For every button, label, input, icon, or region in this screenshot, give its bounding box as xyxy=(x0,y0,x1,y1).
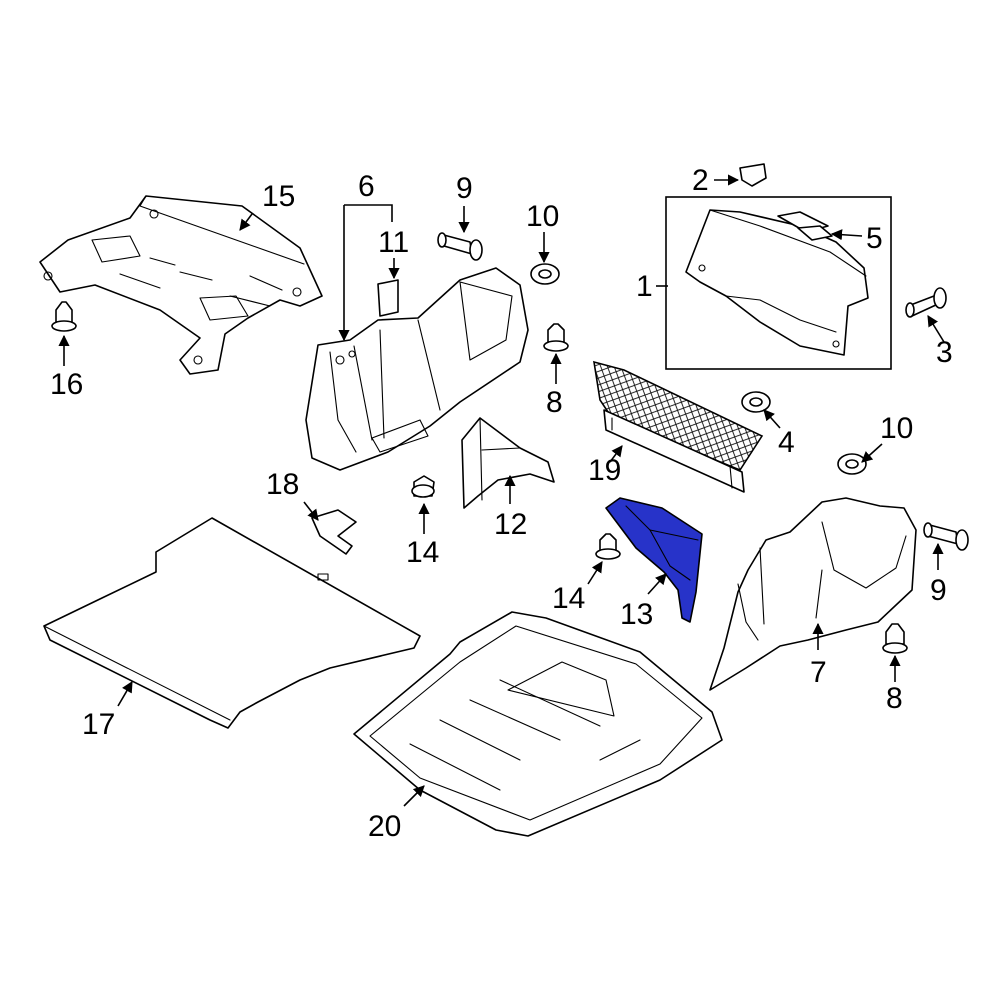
part-4-grommet[interactable] xyxy=(741,391,771,413)
callout-2: 2 xyxy=(692,164,709,197)
callout-16: 16 xyxy=(50,368,83,401)
part-18-clip[interactable] xyxy=(311,509,357,555)
callout-17: 17 xyxy=(82,708,115,741)
callout-11: 11 xyxy=(378,226,409,259)
part-7-right-quarter-trim[interactable] xyxy=(709,497,917,691)
part-15-package-tray[interactable] xyxy=(39,195,323,375)
callout-12: 12 xyxy=(494,508,527,541)
part-13-bracket-highlighted[interactable] xyxy=(605,497,703,623)
part-19-cargo-net[interactable] xyxy=(593,360,764,493)
callout-1: 1 xyxy=(636,270,653,303)
part-12-bracket[interactable] xyxy=(461,417,555,509)
callout-13: 13 xyxy=(620,598,653,631)
part-17-floor-mat[interactable] xyxy=(43,517,421,729)
part-10-grommet-lower[interactable] xyxy=(837,453,867,475)
callout-4: 4 xyxy=(778,426,795,459)
part-8-clip-upper[interactable] xyxy=(543,323,569,352)
callout-8-upper: 8 xyxy=(546,386,563,419)
callout-20: 20 xyxy=(368,810,401,843)
part-9-bolt-lower[interactable] xyxy=(923,522,969,551)
callout-6: 6 xyxy=(358,170,375,203)
callout-18: 18 xyxy=(266,468,299,501)
part-8-clip-lower[interactable] xyxy=(882,623,908,654)
part-3-stud[interactable] xyxy=(905,287,947,318)
callout-8-lower: 8 xyxy=(886,682,903,715)
part-14-clip-left[interactable] xyxy=(411,475,435,498)
callout-9-upper: 9 xyxy=(456,172,473,205)
callout-15: 15 xyxy=(262,180,295,213)
callout-9-lower: 9 xyxy=(930,574,947,607)
part-9-bolt-upper[interactable] xyxy=(437,232,483,261)
part-10-grommet-upper[interactable] xyxy=(530,263,560,285)
callout-5: 5 xyxy=(866,222,883,255)
part-14-clip-right[interactable] xyxy=(595,533,621,560)
part-1-group-box[interactable] xyxy=(665,196,892,370)
leader-lines xyxy=(58,174,945,807)
part-6-left-quarter-trim[interactable] xyxy=(305,267,529,471)
callout-3: 3 xyxy=(936,336,953,369)
part-2-clip[interactable] xyxy=(739,163,767,187)
callout-14-left: 14 xyxy=(406,536,439,569)
part-20-trunk-liner[interactable] xyxy=(353,611,723,837)
callouts: 1 2 3 4 5 6 7 8 8 9 9 10 10 11 12 13 14 … xyxy=(50,164,953,843)
part-16-clip[interactable] xyxy=(51,301,77,332)
part-11-clip[interactable] xyxy=(377,279,399,317)
callout-19: 19 xyxy=(588,454,621,487)
callout-10-lower: 10 xyxy=(880,412,913,445)
callout-10-upper: 10 xyxy=(526,200,559,233)
callout-14-right: 14 xyxy=(552,582,585,615)
callout-7: 7 xyxy=(810,656,827,689)
